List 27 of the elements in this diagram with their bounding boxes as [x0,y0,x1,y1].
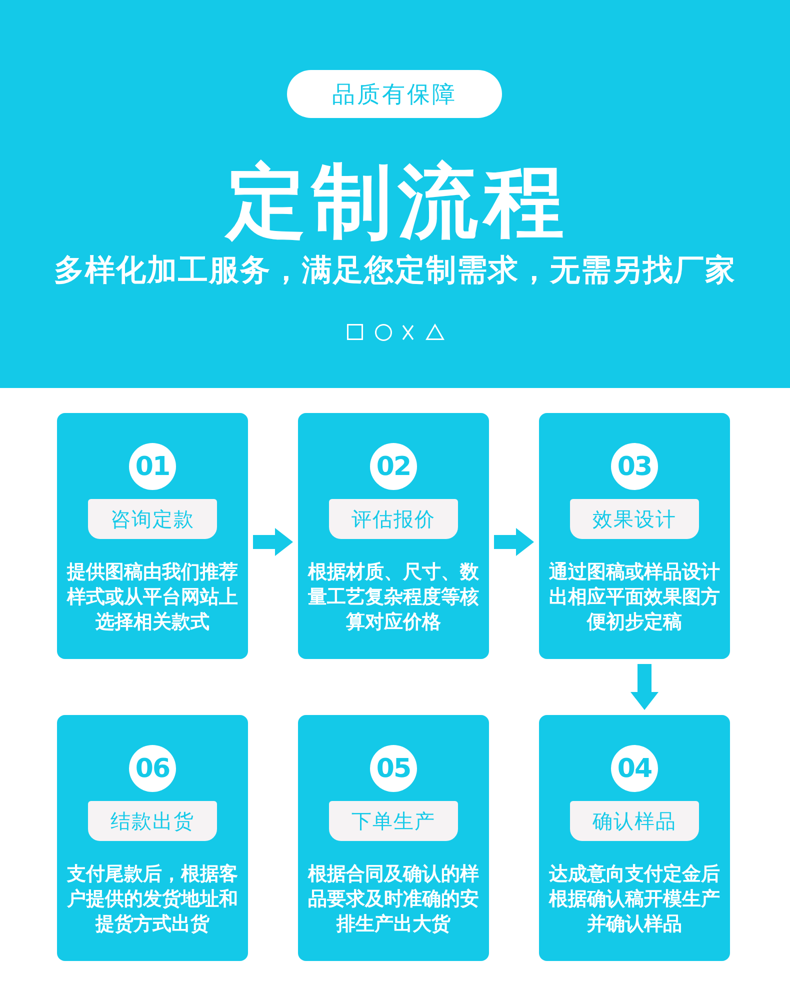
step-card [298,413,489,659]
subtitle: 多样化加工服务，满足您定制需求，无需另找厂家 [54,253,736,289]
step-number: 04 [611,745,658,792]
step-title-tab: 下单生产 [329,801,458,841]
step-title-tab: 咨询定款 [88,499,217,539]
step-number: 05 [370,745,417,792]
step-description: 通过图稿或样品设计出相应平面效果图方便初步定稿 [548,560,721,635]
step-description: 达成意向支付定金后根据确认稿开模生产并确认样品 [548,862,721,937]
step-description: 根据材质、尺寸、数量工艺复杂程度等核算对应价格 [306,560,480,635]
step-card [57,413,248,659]
step-title-tab: 确认样品 [570,801,699,841]
step-description: 提供图稿由我们推荐样式或从平台网站上选择相关款式 [66,560,239,635]
page-title: 定制流程 [224,160,570,244]
step-title-tab: 评估报价 [329,499,458,539]
step-description: 支付尾款后，根据客户提供的发货地址和提货方式出货 [66,862,239,937]
step-number: 02 [370,443,417,490]
step-card [539,413,730,659]
step-card [298,715,489,961]
step-description: 根据合同及确认的样品要求及时准确的安排生产出大货 [306,862,480,937]
tagline-pill: 品质有保障 [287,70,502,118]
step-number: 01 [129,443,176,490]
step-number: 03 [611,443,658,490]
step-number: 06 [129,745,176,792]
step-card [57,715,248,961]
step-title-tab: 结款出货 [88,801,217,841]
step-card [539,715,730,961]
step-title-tab: 效果设计 [570,499,699,539]
